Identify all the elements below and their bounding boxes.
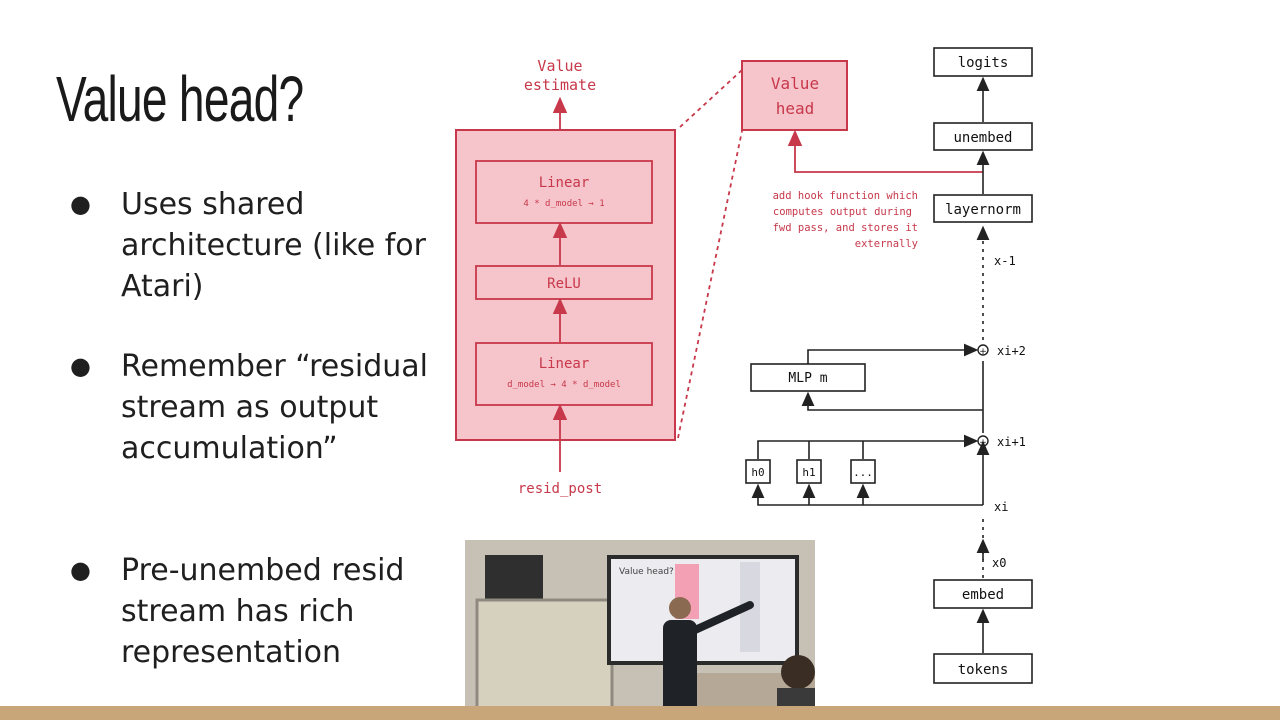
bullet-dot-icon: ●	[70, 352, 91, 380]
x-i1-label: xi+1	[997, 435, 1026, 449]
embed-box	[933, 579, 1033, 609]
video-scene: Value head?	[465, 540, 815, 720]
mlp-label: MLP m	[788, 371, 827, 386]
hook-note-line-4: externally	[855, 238, 918, 250]
zoom-line-top	[679, 69, 743, 128]
hook-note-line-3: fwd pass, and stores it	[773, 222, 918, 234]
value-estimate-label-2: estimate	[524, 76, 596, 94]
bullet-text: Uses shared architecture (like for Atari…	[121, 187, 426, 304]
x-i2-label: xi+2	[997, 344, 1026, 358]
add-node-xi2-plus: +	[979, 347, 987, 357]
presenter-head	[669, 597, 691, 619]
hook-note-line-2: computes output during	[773, 206, 912, 218]
head-1-label: h1	[802, 466, 815, 479]
bullet-dot-icon: ●	[70, 190, 91, 218]
arrow-stream-to-mlp	[801, 391, 983, 411]
slide-title: Value head?	[56, 63, 304, 135]
x-i-label: xi	[994, 500, 1008, 514]
linear-top-dims: 4 * d_model → 1	[523, 199, 604, 209]
logits-box	[933, 47, 1033, 77]
presenter-arm	[691, 601, 754, 634]
linear-bottom-dims: d_model → 4 * d_model	[507, 380, 621, 390]
tokens-label: tokens	[958, 662, 1009, 678]
zoom-line-bottom	[677, 130, 743, 439]
hook-note-line-1: add hook function which	[773, 190, 918, 202]
whiteboard	[475, 598, 614, 720]
unembed-label: unembed	[953, 130, 1012, 146]
tv-slide-title: Value head?	[619, 567, 674, 577]
add-node-xi1-plus: +	[979, 438, 987, 448]
value-head-label-1: Value	[771, 74, 819, 93]
hook-arrow	[787, 129, 983, 173]
arrow-stream-to-head-0	[751, 483, 983, 506]
bullet-text: Remember “residual stream as output accu…	[121, 349, 429, 466]
x-last-label: x-1	[994, 254, 1016, 268]
layernorm-label: layernorm	[945, 202, 1021, 218]
arrow-mlp-to-add	[807, 343, 979, 364]
arrow-heads-to-add	[757, 434, 979, 459]
value-head-detail-panel	[455, 129, 676, 441]
bullet-text: Pre-unembed resid stream has rich repres…	[121, 553, 405, 670]
head-0-label: h0	[751, 466, 764, 479]
value-head-box	[741, 60, 848, 131]
tv-screen	[611, 559, 795, 661]
resid-post-label: resid_post	[518, 481, 602, 497]
bullet-dot-icon: ●	[70, 556, 91, 584]
head-0-box	[745, 459, 771, 484]
webcam-video-inset: Value head?	[465, 540, 815, 720]
audience-head	[781, 655, 815, 689]
bottom-accent-bar	[0, 706, 1280, 720]
linear-bottom-label: Linear	[539, 356, 590, 372]
embed-label: embed	[962, 587, 1004, 603]
unembed-box	[933, 122, 1033, 151]
tokens-box	[933, 653, 1033, 684]
linear-top-label: Linear	[539, 175, 590, 191]
logits-label: logits	[958, 55, 1009, 71]
x-0-label: x0	[992, 556, 1006, 570]
value-head-label-2: head	[776, 99, 815, 118]
dark-window	[485, 555, 543, 605]
value-estimate-label-1: Value	[537, 57, 582, 75]
head-more-label: ...	[853, 466, 873, 479]
relu-label: ReLU	[547, 276, 581, 292]
head-1-box	[796, 459, 822, 484]
mlp-box	[750, 363, 866, 392]
head-more-box	[850, 459, 876, 484]
layernorm-box	[933, 194, 1033, 223]
presenter-body	[663, 620, 697, 720]
